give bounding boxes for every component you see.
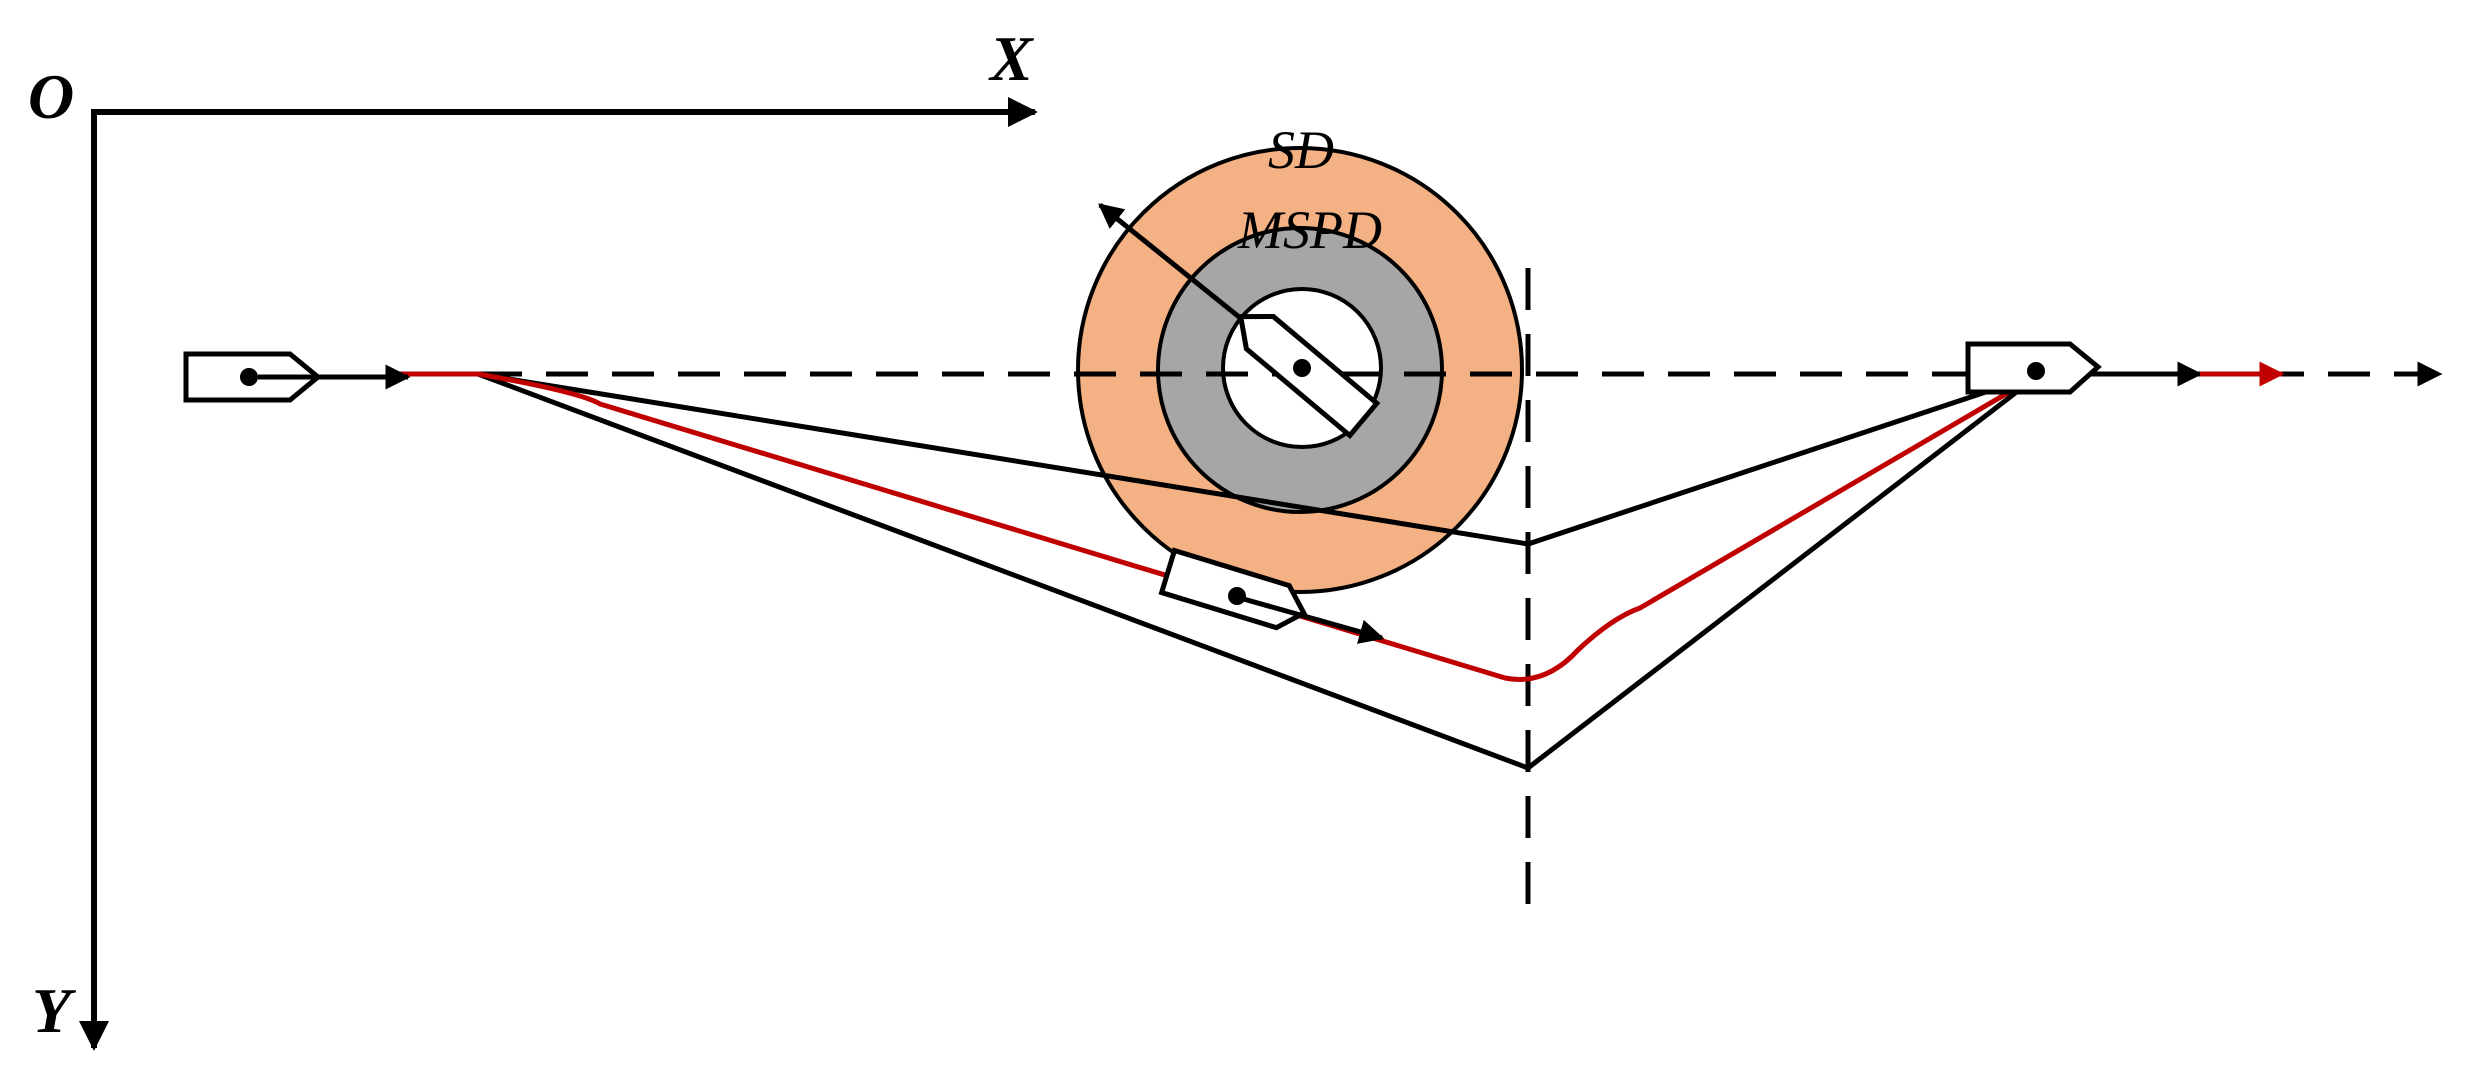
mspd-label: MSPD [1237,200,1382,260]
y-axis-label: Y [32,975,76,1046]
inner-boundary-path [477,371,2041,547]
coordinate-axes: O X Y [28,23,1038,1051]
planned-avoidance-path [400,371,2042,682]
origin-label: O [28,61,74,132]
sd-label: SD [1268,120,1334,180]
own-ship-end-icon [1965,341,2285,395]
outer-boundary-path [477,371,2042,771]
path-envelope [477,371,2042,771]
x-axis-label: X [988,23,1034,94]
target-ship-icon [1098,203,1381,440]
own-ship-avoiding-icon [1158,547,1385,644]
reference-lines [480,268,2443,918]
own-ship-start-icon [183,351,411,403]
